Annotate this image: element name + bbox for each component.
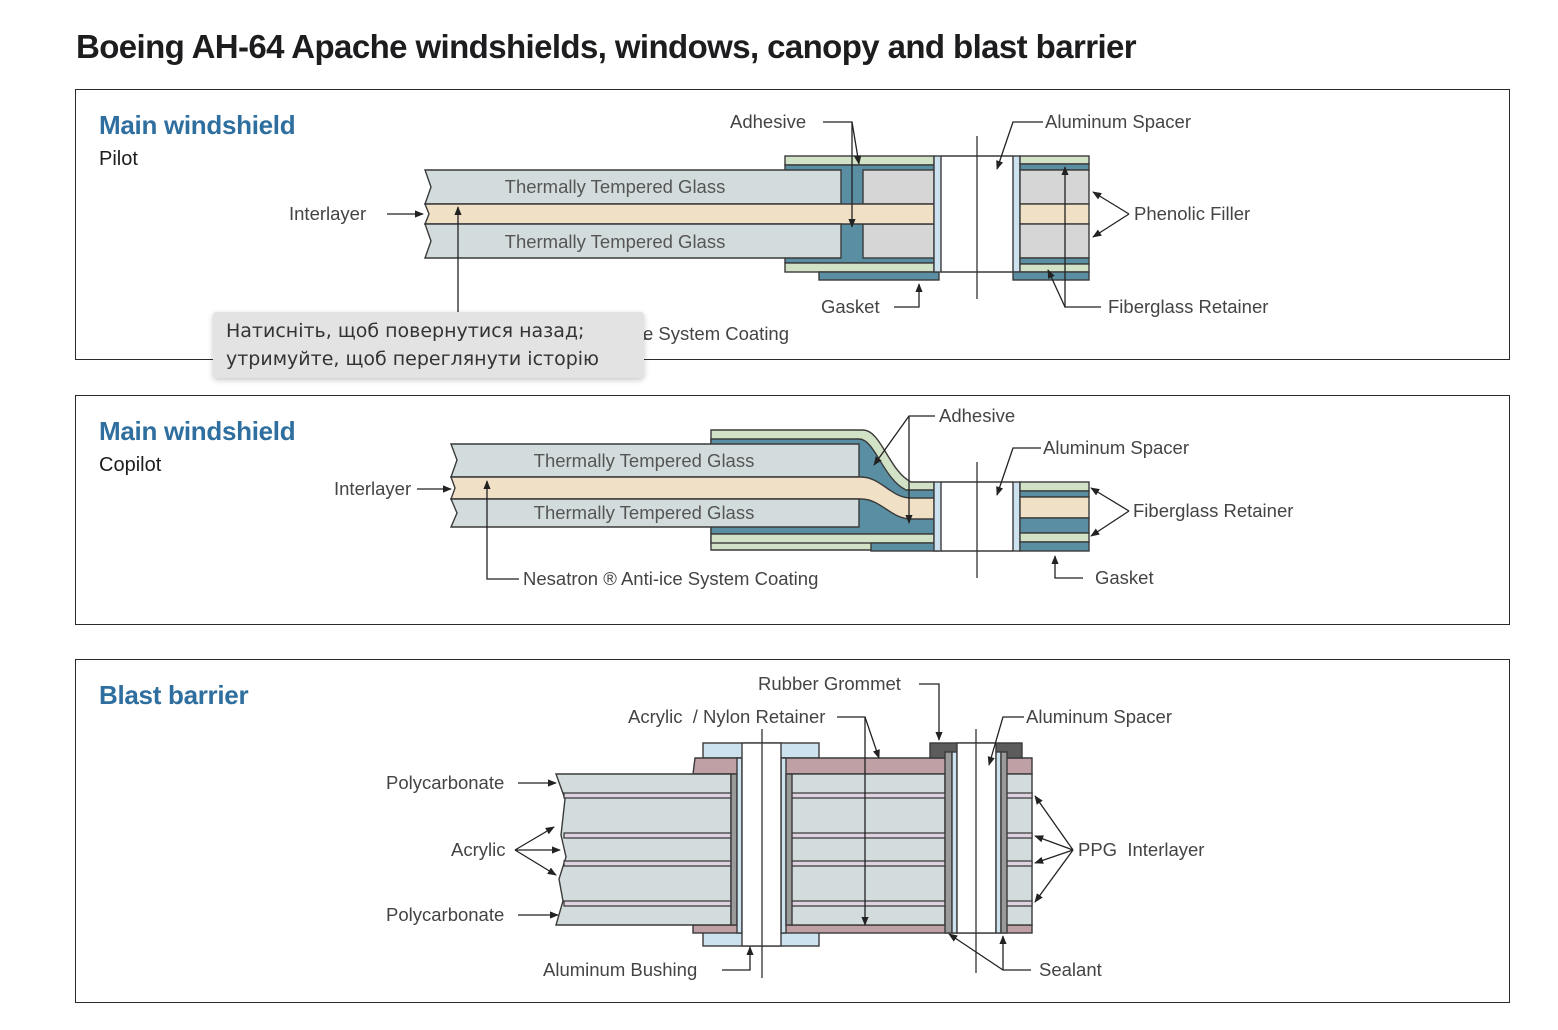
gasket-bottom (870, 542, 940, 552)
callout-ppg-interlayer: PPG Interlayer (1078, 839, 1204, 860)
laminate-stack-right (1005, 773, 1033, 926)
callout-aluminum-spacer: Aluminum Spacer (1043, 437, 1189, 458)
panel-subtitle: Pilot (99, 148, 138, 170)
panel-subtitle: Copilot (99, 454, 162, 476)
callout-rubber-grommet: Rubber Grommet (758, 673, 901, 694)
callout-fiberglass-retainer: Fiberglass Retainer (1133, 500, 1293, 521)
phenolic-filler-right-bottom (1019, 223, 1090, 259)
aluminum-spacer-left-wall (933, 481, 942, 552)
back-button-tooltip: Натисніть, щоб повернутися назад; утриму… (213, 312, 644, 378)
sealant-left-a (730, 773, 738, 926)
callout-gasket: Gasket (1095, 567, 1154, 588)
panel-title: Main windshield (99, 110, 296, 140)
callout-phenolic-filler: Phenolic Filler (1134, 203, 1250, 224)
aluminum-bushing-wall-left (736, 757, 743, 934)
tooltip-line-2: утримуйте, щоб переглянути історію (226, 348, 600, 370)
callout-coating: e System Coating (643, 323, 789, 344)
fiberglass-retainer-bottom (710, 533, 935, 544)
gasket-right (1019, 541, 1090, 552)
interlayer-right (1019, 203, 1090, 225)
callout-aluminum-spacer: Aluminum Spacer (1026, 706, 1172, 727)
sealant-right-a (944, 751, 953, 934)
page-title: Boeing AH-64 Apache windshields, windows… (76, 28, 1137, 65)
callout-sealant: Sealant (1039, 959, 1102, 980)
phenolic-filler-right-top (1019, 169, 1090, 205)
callout-interlayer: Interlayer (334, 478, 411, 499)
glass-label: Thermally Tempered Glass (505, 231, 726, 252)
aluminum-spacer-right-wall (1012, 481, 1021, 552)
callout-polycarbonate-bottom: Polycarbonate (386, 904, 504, 925)
fiberglass-retainer-right-bottom (1019, 532, 1090, 543)
aluminum-bushing-wall-right (780, 757, 787, 934)
sealant-left-b (785, 773, 793, 926)
callout-fiberglass-retainer: Fiberglass Retainer (1108, 296, 1268, 317)
fiberglass-retainer-bottom (784, 262, 935, 273)
panel-title: Blast barrier (99, 680, 249, 710)
callout-aluminum-bushing: Aluminum Bushing (543, 959, 697, 980)
glass-pane-bottom (424, 223, 842, 259)
tooltip-line-1: Натисніть, щоб повернутися назад; (226, 320, 585, 342)
panel-title: Main windshield (99, 416, 296, 446)
glass-label: Thermally Tempered Glass (534, 502, 755, 523)
callout-acrylic-nylon-retainer: Acrylic / Nylon Retainer (628, 706, 825, 727)
fiberglass-retainer-right-top (1019, 481, 1090, 492)
callout-coating: Nesatron ® Anti-ice System Coating (523, 568, 818, 589)
callout-gasket: Gasket (821, 296, 880, 317)
phenolic-filler-left-bottom (862, 223, 935, 259)
phenolic-filler-left-top (862, 169, 935, 205)
laminate-stack-middle (790, 773, 946, 926)
interlayer-right (1019, 496, 1090, 519)
blast-barrier-diagram: Rubber Grommet Acrylic / Nylon Retainer … (386, 673, 1204, 980)
pilot-windshield-diagram: Thermally Tempered Glass Thermally Tempe… (289, 111, 1268, 344)
callout-adhesive: Adhesive (939, 405, 1015, 426)
aluminum-spacer-right-wall (1012, 155, 1021, 273)
interlayer (423, 203, 935, 225)
aluminum-spacer-left-wall (933, 155, 942, 273)
callout-acrylic: Acrylic (451, 839, 505, 860)
copilot-windshield-diagram: Thermally Tempered Glass Thermally Tempe… (334, 405, 1293, 589)
panel-blast-barrier: Blast barrier (75, 659, 1510, 1003)
fiberglass-retainer-right-bottom (1019, 263, 1090, 273)
panel-copilot-windshield: Main windshield Copilot (75, 395, 1510, 625)
callout-polycarbonate-top: Polycarbonate (386, 772, 504, 793)
glass-label: Thermally Tempered Glass (505, 176, 726, 197)
glass-label: Thermally Tempered Glass (534, 450, 755, 471)
fiberglass-retainer-right-top (1019, 155, 1090, 165)
glass-pane-bottom (449, 498, 860, 528)
interlayer-curved (450, 476, 935, 520)
callout-adhesive: Adhesive (730, 111, 806, 132)
sealant-right-b (1000, 751, 1008, 934)
callout-interlayer: Interlayer (289, 203, 366, 224)
gasket-bottom (818, 271, 940, 281)
callout-aluminum-spacer: Aluminum Spacer (1045, 111, 1191, 132)
